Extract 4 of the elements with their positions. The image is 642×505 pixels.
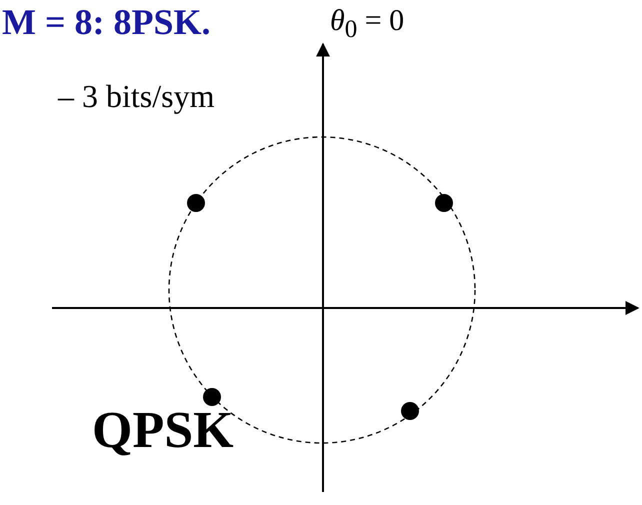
phase-label: θ$_{0}$ = 0 (330, 6, 404, 42)
scheme-label: QPSK (92, 405, 234, 457)
title-text: M = 8: 8PSK. (2, 4, 210, 40)
bits-note: – 3 bits/sym (58, 80, 214, 112)
